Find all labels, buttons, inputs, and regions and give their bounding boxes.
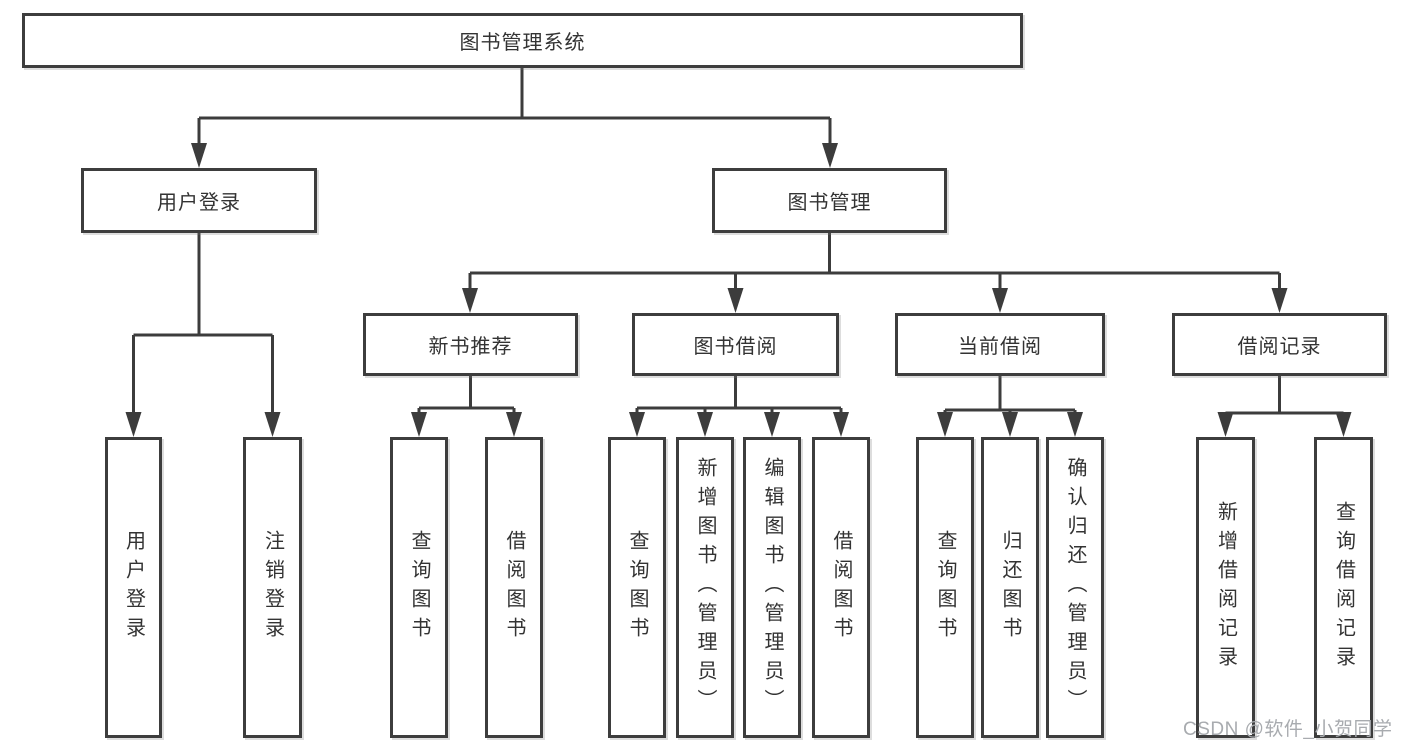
- leaf-borrow-borrow-book: 借阅图书: [812, 437, 870, 738]
- arrowhead-icons: [125, 143, 1352, 437]
- node-user-login: 用户登录: [81, 168, 317, 233]
- leaf-borrow-edit-book-admin: 编辑图书（管理员）: [743, 437, 801, 738]
- node-borrow-record: 借阅记录: [1172, 313, 1387, 376]
- leaf-logout-login: 注销登录: [243, 437, 302, 738]
- node-book-borrow: 图书借阅: [632, 313, 839, 376]
- leaf-record-add-borrow-record: 新增借阅记录: [1196, 437, 1255, 738]
- node-root: 图书管理系统: [22, 13, 1023, 68]
- leaf-record-query-borrow-record: 查询借阅记录: [1314, 437, 1373, 738]
- leaf-borrow-query-book: 查询图书: [608, 437, 666, 738]
- leaf-user-login: 用户登录: [105, 437, 162, 738]
- node-current-borrow: 当前借阅: [895, 313, 1105, 376]
- leaf-newbook-query-book: 查询图书: [390, 437, 448, 738]
- node-new-book-recommend: 新书推荐: [363, 313, 578, 376]
- leaf-current-confirm-return-admin: 确认归还（管理员）: [1046, 437, 1104, 738]
- leaf-current-query-book: 查询图书: [916, 437, 974, 738]
- node-book-management: 图书管理: [712, 168, 947, 233]
- leaf-current-return-book: 归还图书: [981, 437, 1039, 738]
- leaf-borrow-add-book-admin: 新增图书（管理员）: [676, 437, 734, 738]
- leaf-newbook-borrow-book: 借阅图书: [485, 437, 543, 738]
- connector-paths: [132, 68, 1345, 416]
- watermark: CSDN @软件_小贺同学: [1183, 719, 1393, 740]
